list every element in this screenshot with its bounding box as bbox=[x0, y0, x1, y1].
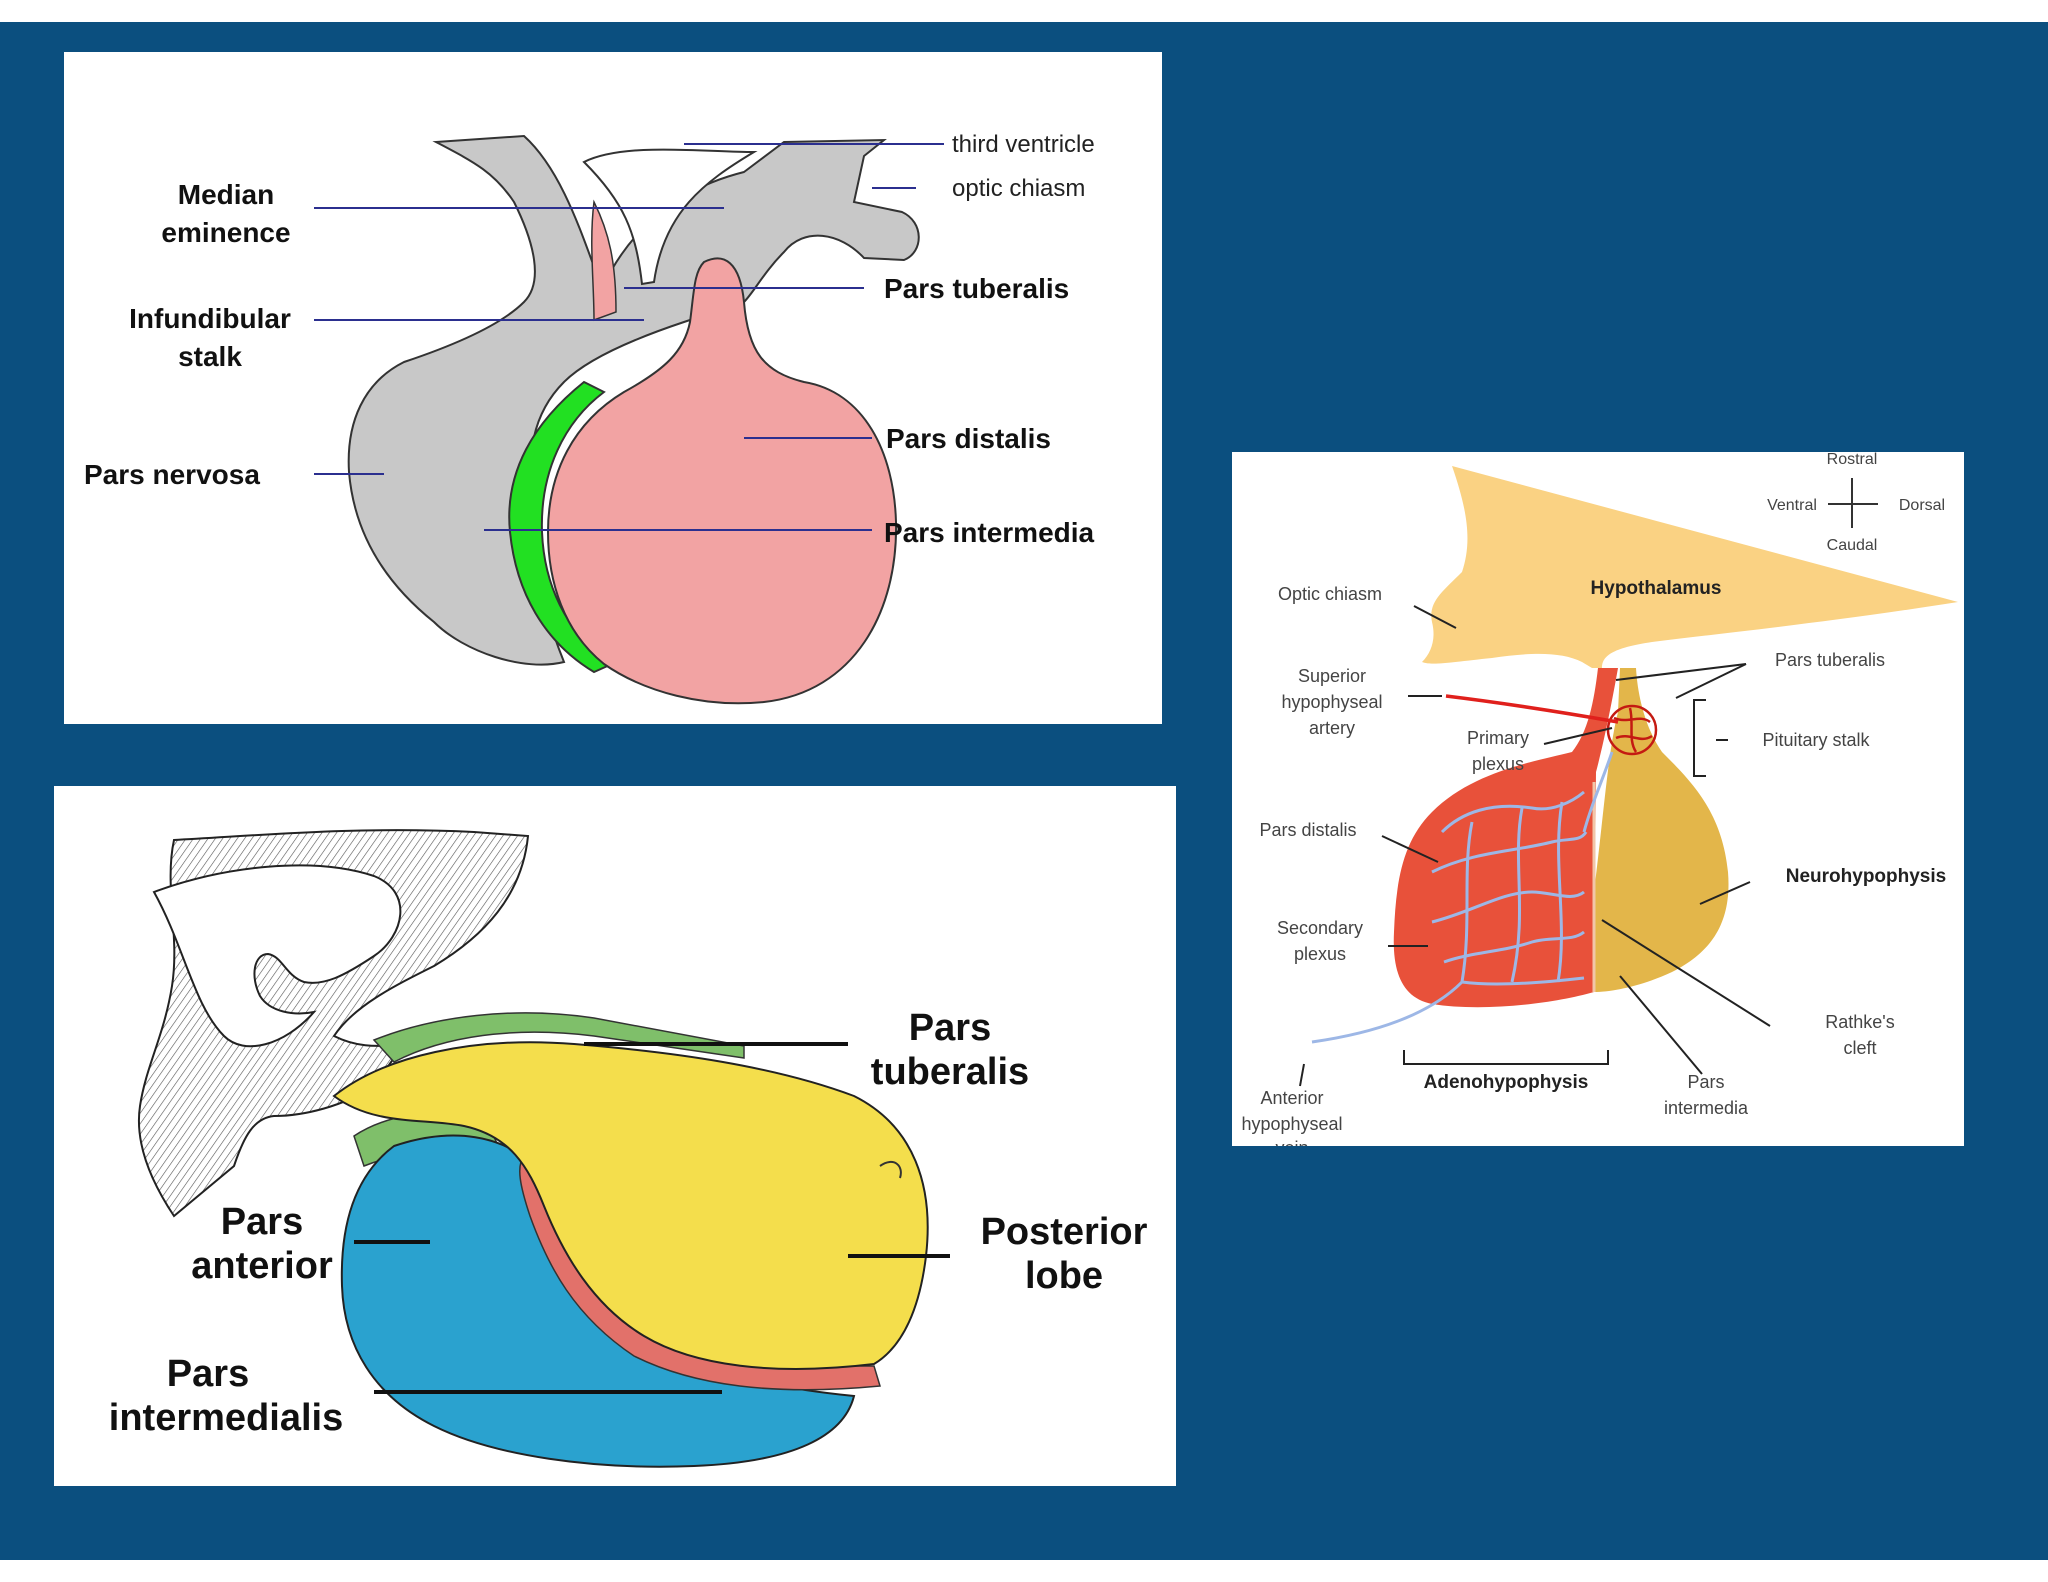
pituitary-portal-svg: Rostral Ventral Dorsal Caudal Optic chia… bbox=[1241, 452, 1958, 1146]
hypothalamus-shape bbox=[1422, 466, 1958, 668]
label-median-eminence-2: eminence bbox=[161, 217, 290, 248]
leader-lines bbox=[354, 1042, 950, 1394]
label-posterior-lobe-1: Posterior bbox=[981, 1211, 1148, 1253]
label-adenohypophysis: Adenohypophysis bbox=[1424, 1072, 1589, 1093]
superior-hypophyseal-artery bbox=[1445, 694, 1619, 724]
compass-dorsal: Dorsal bbox=[1899, 497, 1945, 514]
primary-plexus bbox=[1606, 704, 1658, 756]
label-pars-intermedialis-2: intermedialis bbox=[109, 1397, 343, 1439]
label-pars-nervosa: Pars nervosa bbox=[84, 459, 260, 490]
third-ventricle-recess bbox=[582, 148, 758, 286]
label-pars-anterior-1: Pars bbox=[221, 1201, 303, 1243]
pituitary-lobes-diagram: Pars tuberalis Pars anterior Posterior l… bbox=[54, 786, 1176, 1486]
label-infundibular-stalk-1: Infundibular bbox=[129, 303, 291, 334]
label-third-ventricle: third ventricle bbox=[952, 131, 1095, 158]
label-superior-artery-3: artery bbox=[1309, 718, 1355, 738]
compass-caudal: Caudal bbox=[1827, 537, 1878, 554]
label-pars-tuberalis-1: Pars bbox=[909, 1007, 991, 1049]
label-anterior-vein-3: vein bbox=[1275, 1138, 1308, 1146]
label-pars-intermedia: Pars intermedia bbox=[884, 517, 1095, 548]
pituitary-portal-system-diagram: Rostral Ventral Dorsal Caudal Optic chia… bbox=[1232, 452, 1964, 1146]
label-rathkes-cleft-2: cleft bbox=[1843, 1038, 1876, 1058]
label-superior-artery-2: hypophyseal bbox=[1281, 692, 1382, 712]
pituitary-sagittal-svg: third ventricle optic chiasm Median emin… bbox=[84, 131, 1095, 705]
pink-pars-distalis bbox=[546, 257, 898, 705]
label-primary-plexus-1: Primary bbox=[1467, 728, 1529, 748]
compass-ventral: Ventral bbox=[1767, 497, 1817, 514]
pituitary-lobes-svg: Pars tuberalis Pars anterior Posterior l… bbox=[109, 829, 1148, 1468]
compass-rostral: Rostral bbox=[1827, 452, 1878, 468]
label-pars-intermedia-2: intermedia bbox=[1664, 1098, 1749, 1118]
pituitary-sagittal-diagram: third ventricle optic chiasm Median emin… bbox=[64, 52, 1162, 724]
label-pars-anterior-2: anterior bbox=[191, 1245, 333, 1287]
label-secondary-plexus-1: Secondary bbox=[1277, 918, 1363, 938]
label-anterior-vein-1: Anterior bbox=[1260, 1088, 1323, 1108]
green-pars-intermedia bbox=[508, 380, 615, 674]
neurohypophysis-shape bbox=[1594, 668, 1729, 992]
label-pars-tuberalis: Pars tuberalis bbox=[1775, 650, 1885, 670]
label-secondary-plexus-2: plexus bbox=[1294, 944, 1346, 964]
label-infundibular-stalk-2: stalk bbox=[178, 341, 242, 372]
label-posterior-lobe-2: lobe bbox=[1025, 1255, 1103, 1297]
pink-tuberalis-left bbox=[591, 199, 617, 322]
label-pars-distalis: Pars distalis bbox=[1259, 820, 1356, 840]
tube-curl bbox=[879, 1160, 902, 1179]
label-optic-chiasm: Optic chiasm bbox=[1278, 584, 1382, 604]
green-pars-tuberalis bbox=[372, 1012, 745, 1063]
leader-lines bbox=[314, 143, 944, 531]
label-neurohypophysis: Neurohypophysis bbox=[1786, 866, 1946, 887]
label-rathkes-cleft-1: Rathke's bbox=[1825, 1012, 1894, 1032]
label-pars-tuberalis-2: tuberalis bbox=[871, 1051, 1029, 1093]
label-optic-chiasm: optic chiasm bbox=[952, 175, 1085, 202]
adenohypophysis-shape bbox=[1393, 668, 1618, 1008]
label-pars-intermedialis-1: Pars bbox=[167, 1353, 249, 1395]
label-pars-tuberalis: Pars tuberalis bbox=[884, 273, 1069, 304]
label-primary-plexus-2: plexus bbox=[1472, 754, 1524, 774]
label-median-eminence-1: Median bbox=[178, 179, 274, 210]
label-pituitary-stalk: Pituitary stalk bbox=[1762, 730, 1870, 750]
third-ventricle-cavity bbox=[152, 864, 402, 1048]
orientation-compass bbox=[1828, 478, 1878, 528]
secondary-plexus bbox=[1311, 751, 1614, 1044]
label-hypothalamus: Hypothalamus bbox=[1591, 578, 1722, 599]
yellow-posterior-lobe bbox=[332, 1041, 929, 1370]
label-anterior-vein-2: hypophyseal bbox=[1241, 1114, 1342, 1134]
label-superior-artery-1: Superior bbox=[1298, 666, 1366, 686]
label-pars-distalis: Pars distalis bbox=[886, 423, 1051, 454]
label-pars-intermedia-1: Pars bbox=[1687, 1072, 1724, 1092]
pointer-lines bbox=[1299, 605, 1771, 1087]
